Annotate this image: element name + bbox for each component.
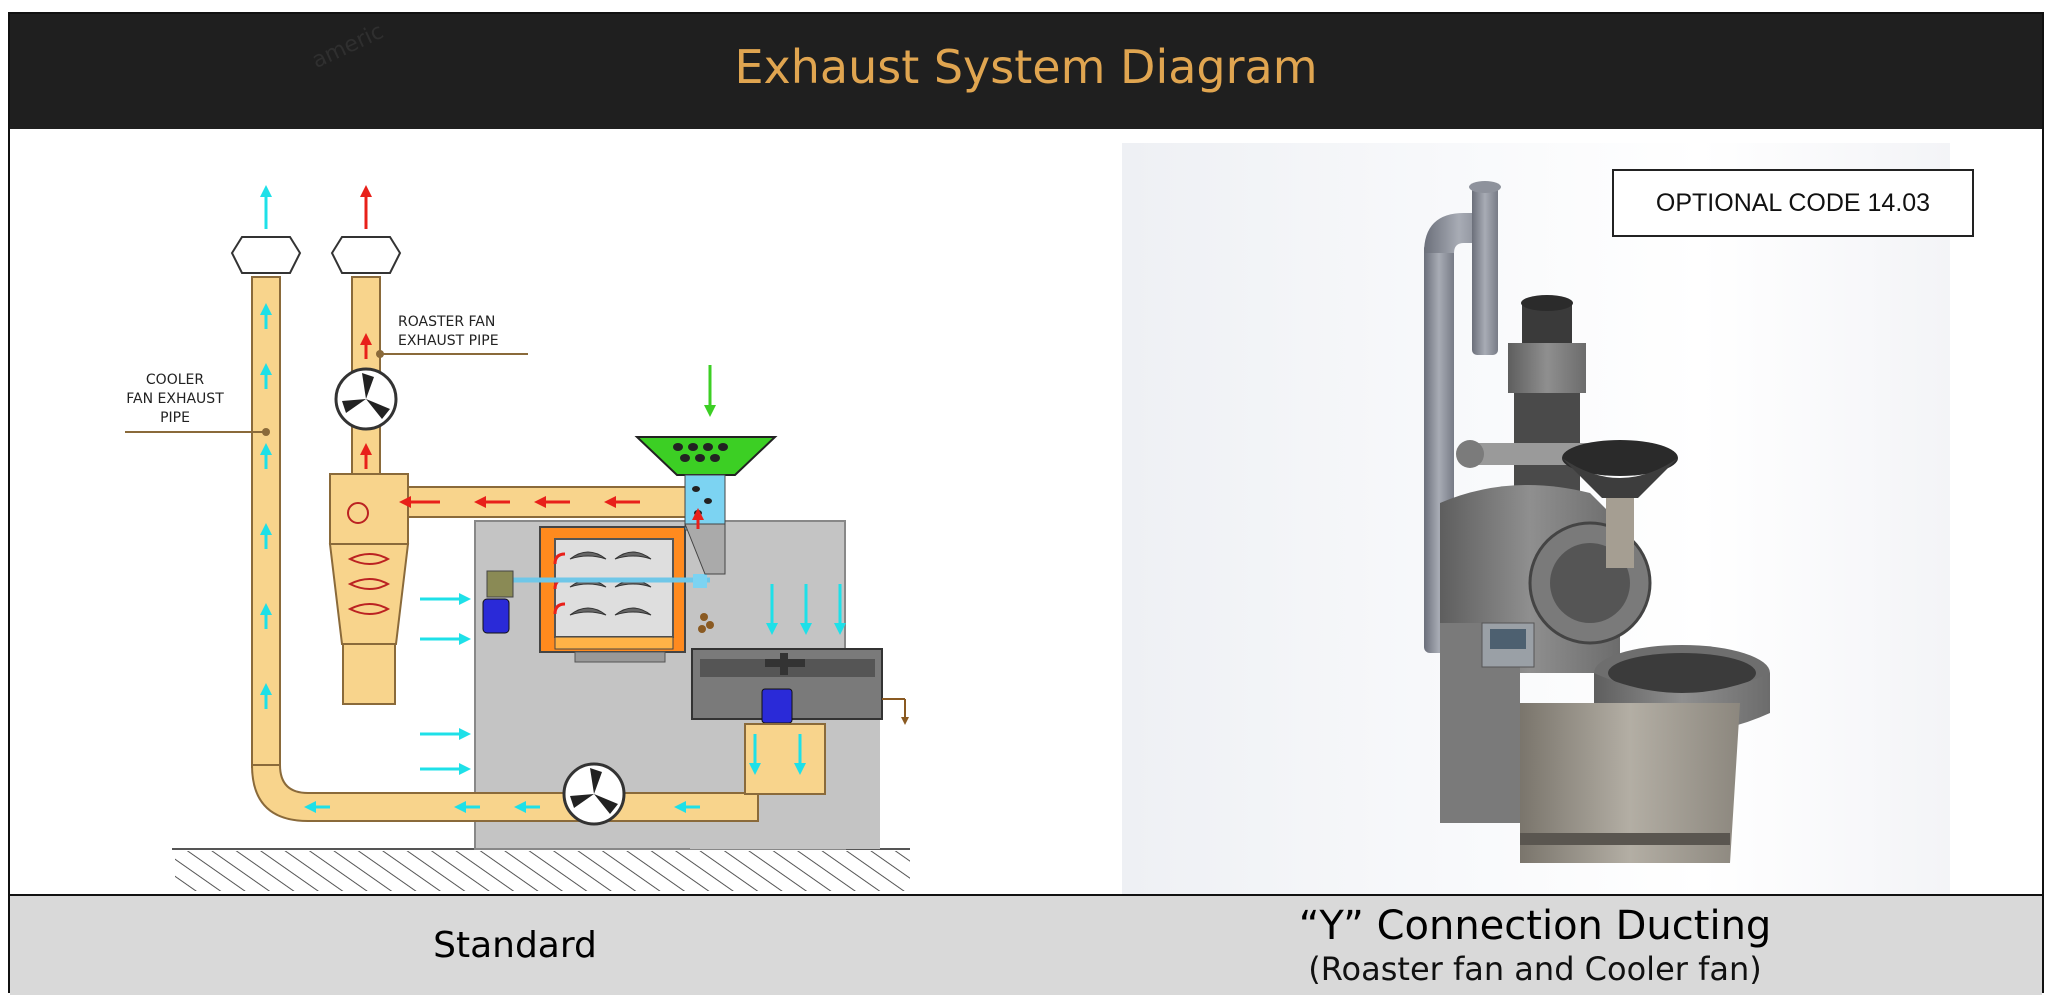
svg-text:COOLER: COOLER (146, 372, 204, 388)
exhaust-caps (230, 236, 402, 274)
cooler-fan-icon (562, 762, 626, 826)
y-connection-title: “Y” Connection Ducting (1298, 902, 1772, 949)
header-bar: Exhaust System Diagram (10, 14, 2042, 129)
cooler-tray (691, 648, 909, 725)
roaster-body (474, 520, 880, 850)
standard-schematic: COOLER FAN EXHAUST PIPE ROASTER FAN EXHA… (10, 129, 1120, 906)
slide-frame: Exhaust System Diagram (8, 12, 2044, 995)
air-flow-arrows-red (360, 185, 704, 529)
footer-bar: Standard “Y” Connection Ducting (Roaster… (10, 894, 2042, 995)
svg-text:FAN EXHAUST: FAN EXHAUST (126, 391, 224, 407)
roaster-exhaust-label: ROASTER FAN EXHAUST PIPE (376, 314, 528, 358)
y-connection-caption: “Y” Connection Ducting (Roaster fan and … (1020, 896, 2050, 995)
ground (172, 848, 910, 891)
standard-caption: Standard (433, 925, 597, 966)
content-area: COOLER FAN EXHAUST PIPE ROASTER FAN EXHA… (10, 19, 2042, 906)
page-title: Exhaust System Diagram (734, 40, 1318, 94)
exhaust-schematic-svg: COOLER FAN EXHAUST PIPE ROASTER FAN EXHA… (125, 185, 910, 891)
svg-text:EXHAUST PIPE: EXHAUST PIPE (398, 333, 499, 349)
y-connection-render (1122, 143, 1950, 906)
svg-text:PIPE: PIPE (160, 410, 190, 426)
cooler-exhaust-label: COOLER FAN EXHAUST PIPE (125, 372, 270, 436)
cyclone-swirl (347, 502, 391, 615)
y-connection-subtitle: (Roaster fan and Cooler fan) (1308, 949, 1762, 988)
optional-code-label: OPTIONAL CODE 14.03 (1612, 169, 1974, 237)
roaster-3d-render (1424, 181, 1770, 863)
hopper (634, 365, 778, 575)
roaster-fan-icon (334, 367, 398, 431)
svg-text:ROASTER FAN: ROASTER FAN (398, 314, 495, 330)
air-flow-arrows-cyan (260, 185, 846, 813)
